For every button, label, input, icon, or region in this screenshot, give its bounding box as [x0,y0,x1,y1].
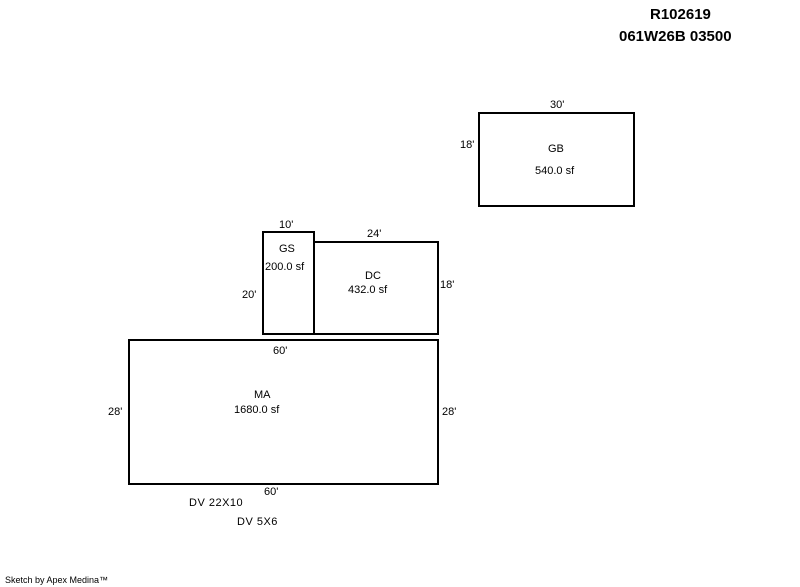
ma-top-label: 60' [273,345,288,357]
gs-area-label: 200.0 sf [265,261,305,273]
map-number: 061W26B 03500 [619,28,732,45]
ma-right-label: 28' [442,406,457,418]
dc-area-label: 432.0 sf [348,284,388,296]
ma-left-label: 28' [108,406,123,418]
ma-bottom-label: 60' [264,486,279,498]
gb-width-label: 30' [550,99,565,111]
gb-height-label: 18' [460,139,475,151]
dc-code-label: DC [365,270,381,282]
parcel-id: R102619 [650,6,711,23]
dc-width-label: 24' [367,228,382,240]
dc-height-label: 18' [440,279,455,291]
gb-code-label: GB [548,143,564,155]
area-ma-outline [128,339,439,485]
note-dv-2: DV 5X6 [237,516,278,528]
area-gb-outline [478,112,635,207]
gs-height-label: 20' [242,289,257,301]
gs-code-label: GS [279,243,295,255]
gs-width-label: 10' [279,219,294,231]
area-dc-outline [313,241,439,335]
ma-code-label: MA [254,389,271,401]
note-dv-1: DV 22X10 [189,497,244,509]
ma-area-label: 1680.0 sf [234,404,280,416]
gb-area-label: 540.0 sf [535,165,575,177]
sketch-credit: Sketch by Apex Medina™ [5,575,109,585]
